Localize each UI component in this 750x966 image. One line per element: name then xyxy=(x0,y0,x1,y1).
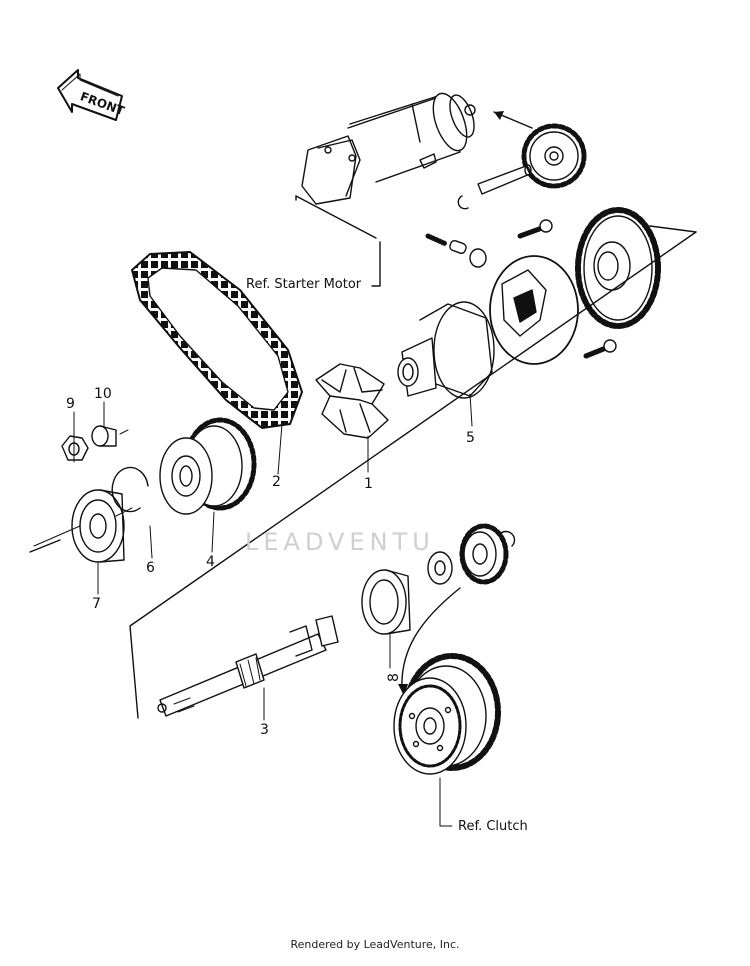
ref-clutch-label: Ref. Clutch xyxy=(458,819,528,834)
clutch-housing xyxy=(393,653,501,775)
part-number-5: 5 xyxy=(466,430,475,446)
part-number-9: 9 xyxy=(66,396,75,412)
part-number-4: 4 xyxy=(206,554,215,570)
leader-lines xyxy=(73,393,473,827)
clutch-arrow xyxy=(401,587,461,691)
watermark-text: LEADVENTU xyxy=(245,528,435,556)
part-number-8: 8 xyxy=(386,673,402,682)
part-numbers: 1 2 3 4 5 6 7 8 9 10 xyxy=(66,386,475,738)
bearing-8 xyxy=(361,569,411,635)
damper-1 xyxy=(315,363,389,439)
starter-ref-leader xyxy=(295,195,381,287)
large-sprocket xyxy=(575,207,661,329)
chain-2 xyxy=(131,251,303,429)
gear-4 xyxy=(159,417,257,515)
group-bracket xyxy=(129,231,697,719)
part-number-2: 2 xyxy=(272,474,281,490)
part-number-10: 10 xyxy=(94,386,112,402)
axis-line xyxy=(29,539,61,553)
washer xyxy=(427,551,453,585)
idle-shaft xyxy=(457,164,532,210)
part-number-6: 6 xyxy=(146,560,155,576)
footer-credit: Rendered by LeadVenture, Inc. xyxy=(290,938,460,951)
part-number-1: 1 xyxy=(364,476,373,492)
idle-gear xyxy=(521,123,587,189)
starter-motor xyxy=(295,92,476,239)
part-number-3: 3 xyxy=(260,722,269,738)
rollers xyxy=(425,233,487,268)
circlip-6 xyxy=(111,466,149,513)
collar-10 xyxy=(91,425,129,447)
part-number-7: 7 xyxy=(92,596,101,612)
bolts xyxy=(517,219,617,359)
shaft-3 xyxy=(157,615,339,717)
front-arrow-icon xyxy=(57,69,123,121)
ref-starter-motor-label: Ref. Starter Motor xyxy=(246,277,362,292)
small-gear xyxy=(459,523,516,585)
hub-5 xyxy=(397,301,495,399)
starter-clutch xyxy=(489,255,579,365)
nut-9 xyxy=(61,435,89,461)
bearing-7 xyxy=(33,489,133,563)
